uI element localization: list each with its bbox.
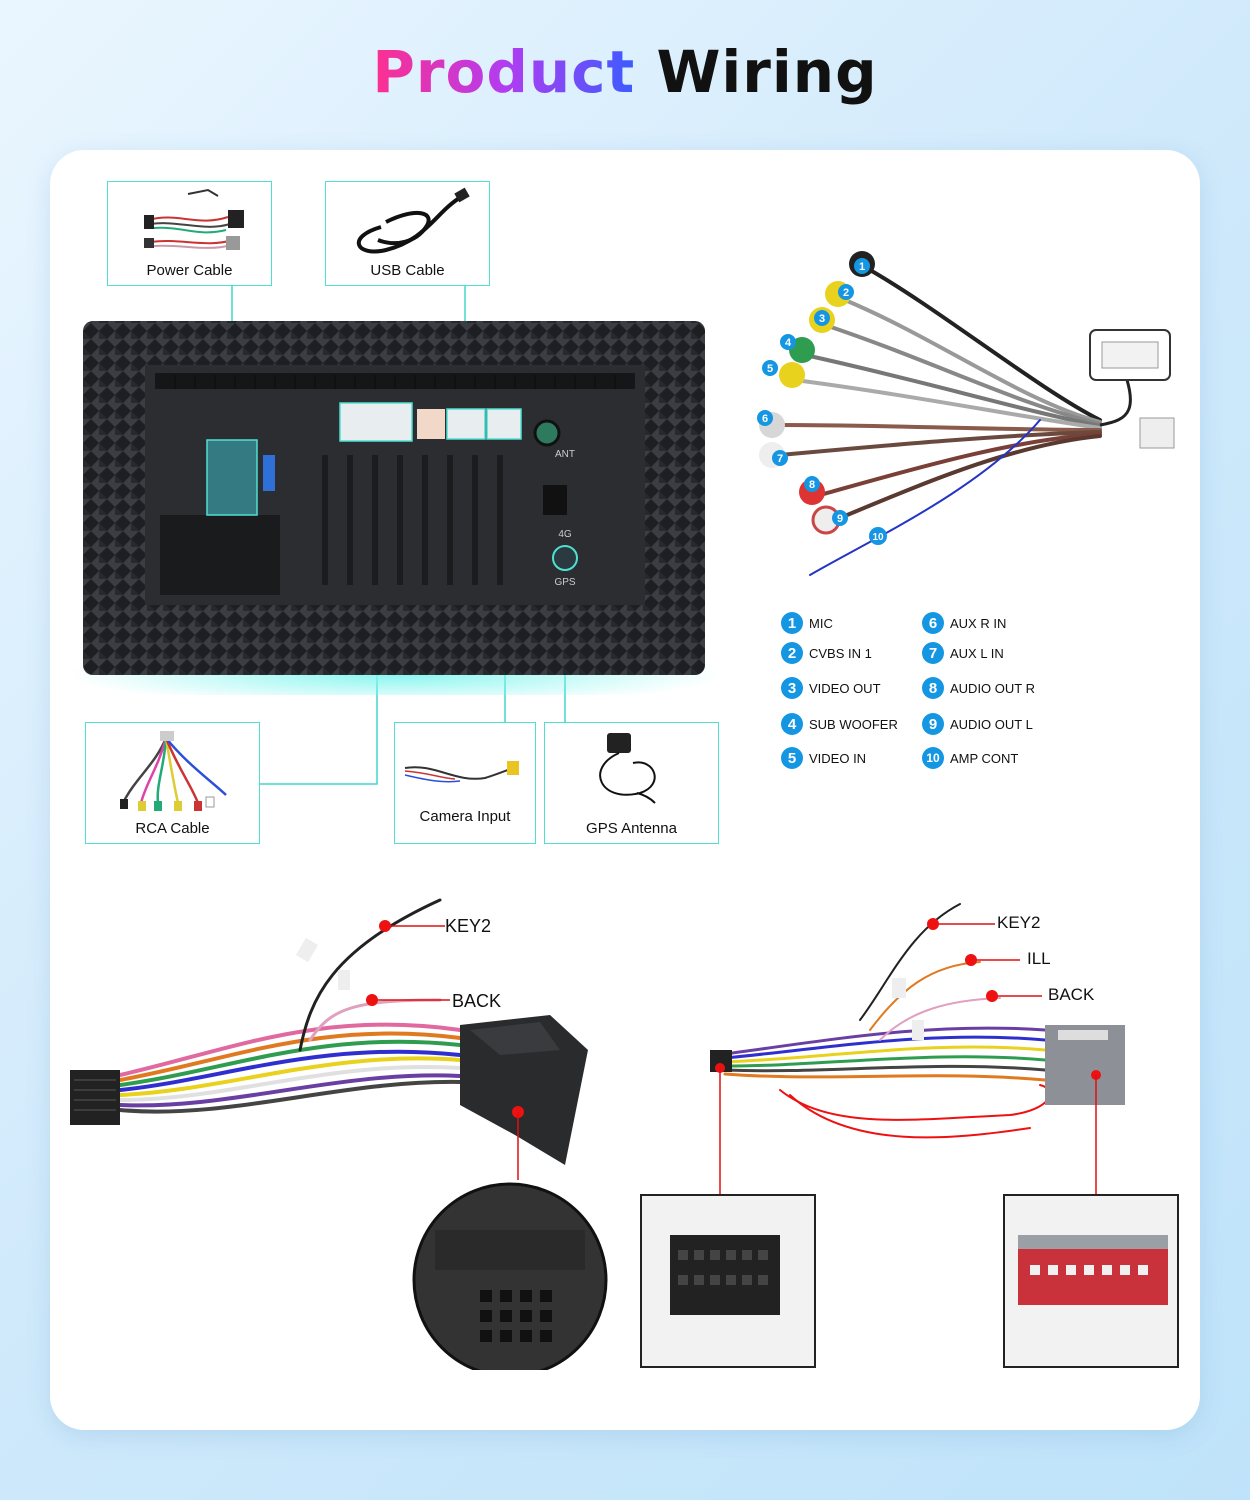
left-power-harness: [70, 898, 608, 1370]
camera-input-label: Camera Input: [419, 808, 511, 825]
legend-label: VIDEO IN: [809, 750, 867, 766]
legend-label: AUDIO OUT R: [950, 680, 1035, 696]
gps-port-label: GPS: [554, 577, 575, 588]
ant-port-label: ANT: [555, 449, 575, 460]
rca-cable-box: RCA Cable: [85, 722, 260, 844]
legend-item-10: 10 AMP CONT: [922, 747, 1018, 769]
legend-item-6: 6 AUX R IN: [922, 612, 1006, 634]
legend-label: AMP CONT: [950, 750, 1019, 766]
power-cable-box: Power Cable: [107, 181, 272, 286]
rca-badge-10: 10: [872, 532, 884, 543]
head-unit-back: ANT 4G GPS: [75, 321, 715, 695]
legend-label: AUDIO OUT L: [950, 716, 1033, 732]
usb-cable-label: USB Cable: [370, 262, 445, 279]
legend-item-8: 8 AUDIO OUT R: [922, 677, 1035, 699]
right-ill-callout: ILL: [1027, 949, 1051, 968]
legend-item-7: 7 AUX L IN: [922, 642, 1004, 664]
rca-badge-1: 1: [859, 261, 865, 273]
legend-item-5: 5 VIDEO IN: [781, 747, 866, 769]
legend-label: CVBS IN 1: [809, 645, 872, 661]
legend-item-3: 3 VIDEO OUT: [781, 677, 881, 699]
4g-port-label: 4G: [558, 529, 572, 540]
legend-number: 7: [922, 642, 944, 664]
rca-cable-label: RCA Cable: [135, 820, 210, 837]
usb-cable-icon: [357, 187, 470, 254]
usb-cable-box: USB Cable: [325, 181, 490, 286]
page-title: Product Wiring: [0, 38, 1250, 106]
rca-badge-8: 8: [809, 479, 815, 491]
legend-label: AUX R IN: [950, 615, 1007, 631]
title-part-2: Wiring: [656, 38, 878, 106]
rca-cable-icon: [120, 731, 227, 811]
gps-antenna-label: GPS Antenna: [586, 820, 677, 837]
legend-item-1: 1 MIC: [781, 612, 833, 634]
legend-number: 10: [922, 747, 944, 769]
legend-item-9: 9 AUDIO OUT L: [922, 713, 1033, 735]
camera-input-box: Camera Input: [394, 722, 536, 844]
legend-label: VIDEO OUT: [809, 680, 881, 696]
right-power-harness: [640, 903, 1179, 1368]
legend-number: 1: [781, 612, 803, 634]
legend-number: 2: [781, 642, 803, 664]
legend-number: 3: [781, 677, 803, 699]
gps-antenna-icon: [599, 733, 656, 804]
rca-badge-9: 9: [837, 513, 843, 525]
rca-badge-6: 6: [762, 413, 768, 425]
rca-badge-2: 2: [843, 287, 849, 299]
legend-number: 5: [781, 747, 803, 769]
rca-harness-illustration: 1 2 3 4 5 6 7 8 9 10: [757, 251, 1175, 576]
rca-badge-4: 4: [785, 337, 792, 349]
power-cable-label: Power Cable: [146, 262, 233, 279]
camera-cable-icon: [404, 761, 519, 783]
left-back-callout: BACK: [452, 991, 502, 1011]
legend-label: AUX L IN: [950, 645, 1004, 661]
legend-item-4: 4 SUB WOOFER: [781, 713, 898, 735]
legend-number: 4: [781, 713, 803, 735]
right-back-callout: BACK: [1048, 985, 1095, 1004]
legend-number: 6: [922, 612, 944, 634]
gps-antenna-box: GPS Antenna: [544, 722, 719, 844]
left-key2-callout: KEY2: [445, 916, 492, 936]
rca-badge-7: 7: [777, 453, 783, 465]
title-part-1: Product: [372, 38, 636, 106]
legend-number: 9: [922, 713, 944, 735]
right-key2-callout: KEY2: [997, 913, 1041, 932]
rca-badge-3: 3: [819, 313, 825, 325]
rca-badge-5: 5: [767, 363, 773, 375]
legend-label: MIC: [809, 615, 833, 631]
power-cable-icon: [144, 188, 244, 250]
legend-number: 8: [922, 677, 944, 699]
legend-item-2: 2 CVBS IN 1: [781, 642, 872, 664]
legend-label: SUB WOOFER: [809, 716, 898, 732]
